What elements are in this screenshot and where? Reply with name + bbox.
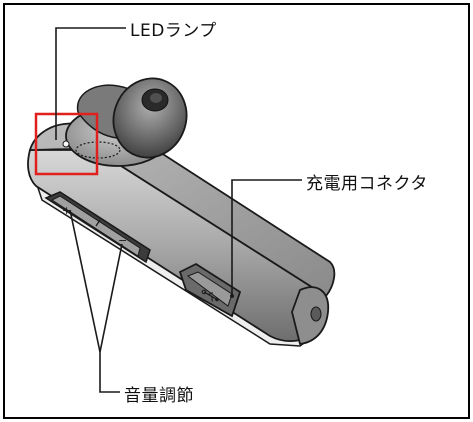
volume-minus-symbol: − [118,234,127,247]
leader-lines [55,27,302,393]
led-leader-line [55,27,126,140]
headset-body [27,119,336,347]
volume-label: 音量調節 [124,386,194,406]
volume-leader-line [99,352,120,393]
charging-connector-label: 充電用コネクタ [306,174,428,194]
volume-minus-leader [99,243,123,353]
led-lamp [62,140,70,148]
led-lamp-label: LEDランプ [130,21,217,41]
earpiece [65,77,188,167]
volume-plus-leader [69,209,101,353]
volume-plus-symbol: + [62,204,71,217]
connector-leader-line [231,179,302,296]
usb-icon [201,289,219,302]
led-highlight-box [34,112,99,176]
volume-buttons[interactable] [44,191,151,264]
